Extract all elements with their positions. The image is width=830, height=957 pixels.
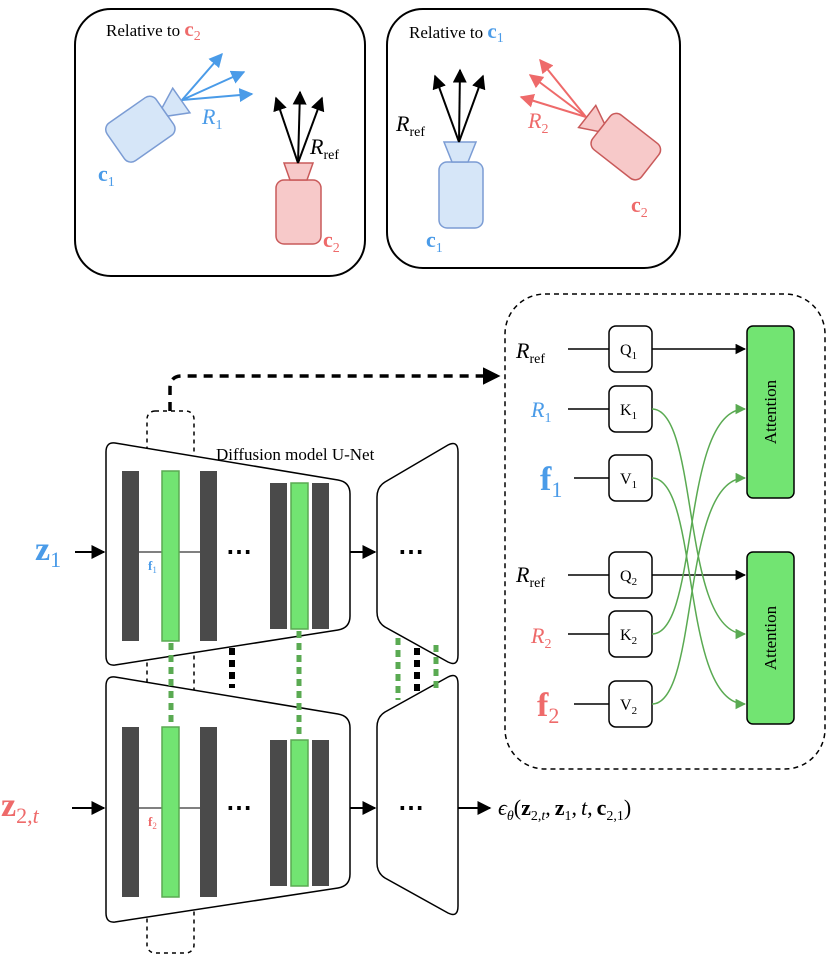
- cross-view-connectors: [168, 631, 439, 738]
- box-v1-label: V1: [620, 471, 637, 491]
- attention-block-2-label: Attention: [761, 605, 780, 670]
- attn-label-f1: f1: [540, 461, 562, 502]
- enc1-block-2: [200, 471, 217, 641]
- cross-attention-links: [651, 403, 747, 710]
- panel-right-title: Relative to c1: [409, 19, 504, 46]
- label-rref-left: Rref: [309, 134, 339, 163]
- camera-c1-left: [104, 86, 192, 163]
- panel-relative-to-c2: Relative to c2 R1 c1 Rref: [74, 8, 366, 277]
- enc1-block-4: [312, 483, 329, 629]
- attn-label-f2: f2: [537, 687, 559, 728]
- attention-panel: Rref R1 f1 Rref R2 f2 Q1 K1 V1 Q2: [504, 293, 826, 770]
- enc2-block-4: [312, 740, 329, 886]
- label-c1-left: c1: [98, 161, 115, 190]
- label-rref-right: Rref: [395, 111, 425, 140]
- panel-relative-to-c1: Relative to c1 Rref c1 R2: [386, 8, 681, 269]
- panel-left-title: Relative to c2: [106, 17, 201, 44]
- box-q1-label: Q1: [620, 342, 637, 362]
- decoder-2: [376, 674, 459, 916]
- enc2-feature-block: [161, 726, 180, 898]
- label-c1-right: c1: [426, 227, 443, 256]
- dec2-ellipsis: ⋯: [398, 793, 424, 823]
- rotation-rref-arrows-left: [273, 90, 325, 164]
- camera-c2-left: [275, 162, 322, 245]
- label-c2-left: c2: [323, 227, 340, 256]
- camera-c1-right: [438, 141, 484, 229]
- decoder-1: [376, 442, 459, 665]
- attention-panel-frame: [504, 293, 826, 770]
- output-epsilon: ϵθ(z2,t,z1,t,c2,1): [498, 795, 631, 824]
- enc1-block-1: [122, 471, 139, 641]
- attention-block-2: [746, 551, 795, 725]
- enc2-block-1: [122, 727, 139, 897]
- camera-c2-right: [577, 103, 662, 181]
- rotation-r1-arrows: [181, 52, 254, 103]
- attn-label-rref-2: Rref: [515, 562, 545, 591]
- attn-label-r2: R2: [530, 623, 551, 652]
- box-v2-label: V2: [620, 697, 637, 717]
- enc1-ellipsis: ⋯: [226, 537, 252, 567]
- box-k1-label: K1: [620, 402, 637, 422]
- label-f2-small: f2: [148, 814, 157, 831]
- attn-label-rref-1: Rref: [515, 338, 545, 367]
- input-z2t: z2,t: [1, 787, 40, 828]
- attention-block-1: [746, 325, 795, 499]
- input-z1: z1: [35, 531, 61, 572]
- label-c2-right: c2: [631, 192, 648, 221]
- attention-block-1-label: Attention: [761, 379, 780, 444]
- enc2-block-3: [270, 740, 287, 886]
- rotation-r2-arrows: [519, 58, 587, 118]
- enc2-block-2: [200, 727, 217, 897]
- label-f1-small: f1: [148, 558, 157, 575]
- zoom-arrow: [168, 367, 501, 411]
- rotation-rref-arrows-right: [432, 68, 486, 143]
- enc2-feature-block-2: [290, 739, 309, 887]
- enc1-feature-block: [161, 470, 180, 642]
- dec1-ellipsis: ⋯: [398, 537, 424, 567]
- enc1-feature-block-2: [290, 482, 309, 630]
- unet-title: Diffusion model U-Net: [216, 445, 375, 464]
- enc2-ellipsis: ⋯: [226, 793, 252, 823]
- enc1-block-3: [270, 483, 287, 629]
- box-k2-label: K2: [620, 627, 637, 647]
- box-q2-label: Q2: [620, 568, 637, 588]
- label-r2: R2: [527, 108, 548, 137]
- unet-section: Diffusion model U-Net ⋯ ⋯ ⋯: [1, 367, 631, 954]
- attn-label-r1: R1: [530, 397, 551, 426]
- label-r1: R1: [201, 104, 222, 133]
